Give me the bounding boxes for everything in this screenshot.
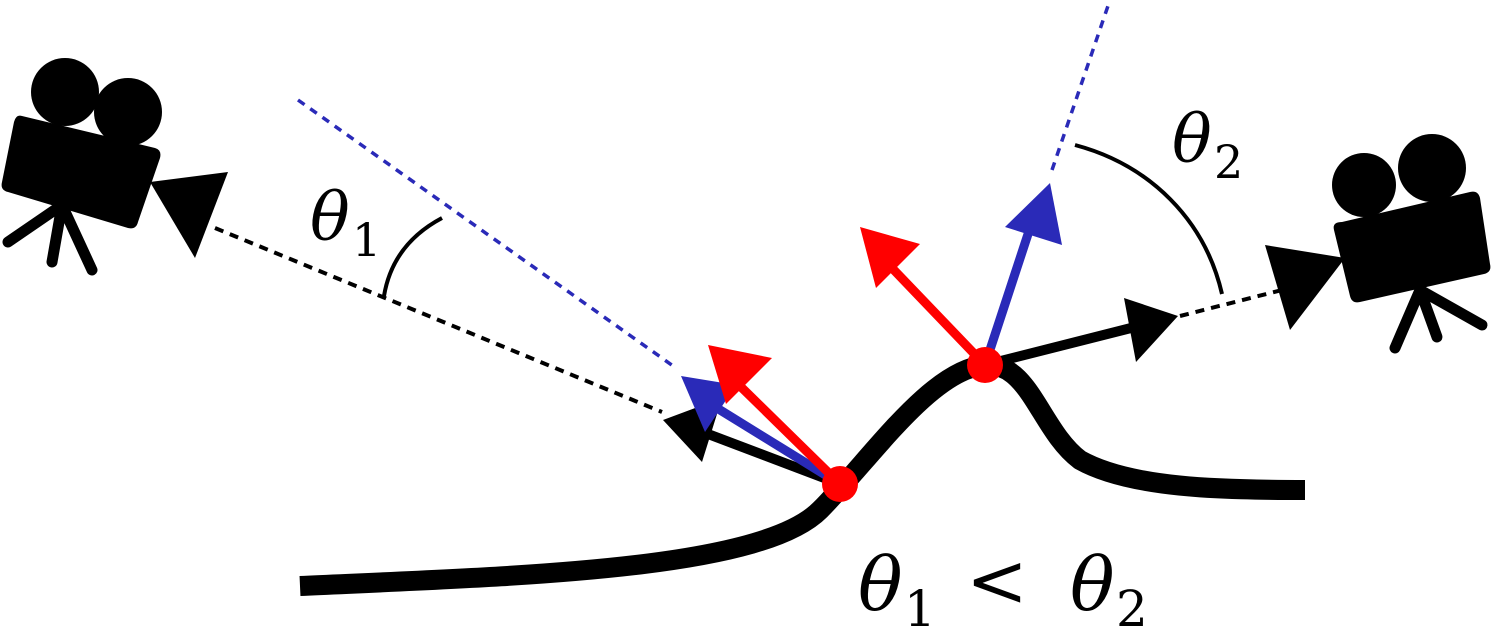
theta2-label: θ 2 [1172, 101, 1243, 189]
svg-text:2: 2 [1214, 135, 1243, 189]
theta1-label: θ 1 [310, 179, 381, 267]
right-view-arrowhead [1124, 298, 1178, 362]
svg-text:2: 2 [1116, 580, 1148, 626]
left-view-ray [214, 226, 663, 414]
right-normal-arrowhead [1005, 183, 1062, 245]
left-surface-point [822, 466, 858, 502]
svg-text:1: 1 [904, 580, 936, 626]
right-surface-point [967, 347, 1003, 383]
theta2-arc [1074, 143, 1224, 295]
left-red-arrowhead [708, 345, 772, 404]
left-normal-extension [296, 98, 678, 370]
surface-curve [299, 355, 1306, 596]
right-red-arrowhead [860, 227, 920, 288]
video-camera-icon [1, 58, 228, 276]
right-view-ray [1179, 288, 1283, 318]
angle-relation-label: θ 1 < θ 2 [858, 538, 1148, 626]
theta1-arc [382, 216, 443, 297]
right-normal-extension [1050, 0, 1112, 171]
svg-text:θ: θ [1070, 542, 1115, 626]
svg-text:1: 1 [352, 213, 381, 267]
svg-text:<: < [966, 538, 1028, 624]
video-camera-icon [1265, 134, 1491, 354]
svg-text:θ: θ [310, 179, 350, 256]
svg-text:θ: θ [1172, 101, 1212, 178]
svg-text:θ: θ [858, 542, 903, 626]
